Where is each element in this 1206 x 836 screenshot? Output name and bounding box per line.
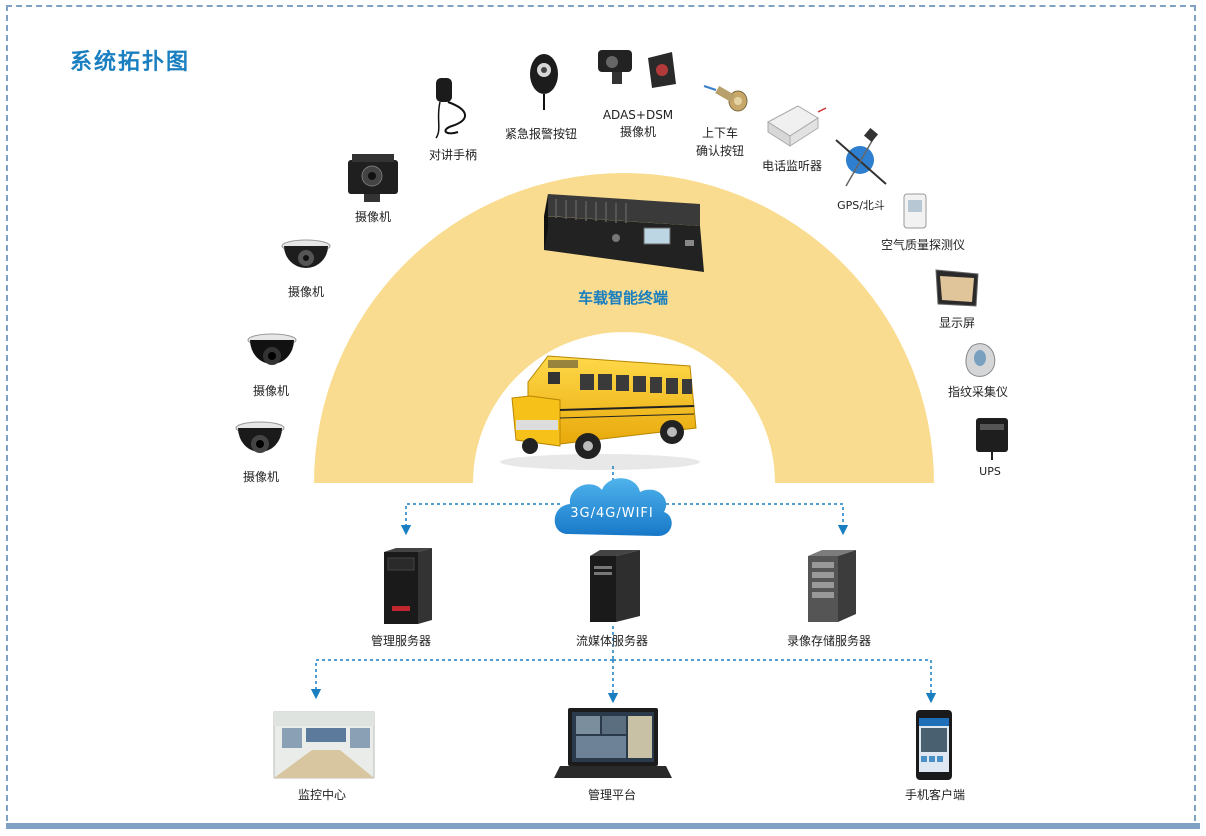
dome-camera-icon-1 xyxy=(281,239,331,268)
bullet-camera-icon xyxy=(348,154,398,202)
camera-label-3: 摄像机 xyxy=(252,384,290,398)
gps-satellite-icon xyxy=(835,127,887,187)
page-title: 系统拓扑图 xyxy=(70,50,191,75)
monitoring-center-label: 监控中心 xyxy=(297,788,347,802)
streaming-server-label: 流媒体服务器 xyxy=(575,634,649,648)
storage-server-label: 录像存储服务器 xyxy=(786,634,872,648)
ups-label: UPS xyxy=(979,465,1001,478)
adas-dsm-label-line1: ADAS+DSM xyxy=(602,108,674,122)
storage-server-icon xyxy=(808,550,856,622)
intercom-label: 对讲手柄 xyxy=(428,148,478,162)
terminal-arch xyxy=(314,173,934,483)
door-button-label-line1: 上下车 xyxy=(701,126,739,140)
dome-camera-icon-3 xyxy=(235,421,285,453)
management-platform-laptop-icon xyxy=(554,708,672,778)
intercom-handset-icon xyxy=(435,78,466,139)
door-confirm-button-icon xyxy=(703,85,748,112)
streaming-server-icon xyxy=(590,550,640,622)
emergency-button-label: 紧急报警按钮 xyxy=(504,127,578,141)
camera-label-4: 摄像机 xyxy=(242,470,280,484)
air-quality-detector-icon xyxy=(903,193,927,229)
dome-camera-icon-2 xyxy=(247,333,297,365)
adas-dsm-label-line2: 摄像机 xyxy=(619,125,657,139)
phone-monitor-icon xyxy=(767,105,827,147)
management-server-label: 管理服务器 xyxy=(370,634,432,648)
display-screen-icon xyxy=(935,269,979,307)
phone-monitor-label: 电话监听器 xyxy=(761,159,823,173)
gps-label: GPS/北斗 xyxy=(837,199,885,212)
adas-dsm-camera-icon xyxy=(598,50,676,88)
door-button-label-line2: 确认按钮 xyxy=(695,144,745,158)
school-bus-icon xyxy=(500,355,700,470)
ups-icon xyxy=(976,418,1008,460)
diagram-frame xyxy=(6,5,1196,821)
display-label: 显示屏 xyxy=(938,316,976,330)
mobile-client-icon xyxy=(916,710,952,780)
camera-label-2: 摄像机 xyxy=(287,285,325,299)
bottom-bar xyxy=(6,823,1200,829)
network-cloud-icon xyxy=(554,478,672,536)
management-server-icon xyxy=(384,548,432,624)
network-label: 3G/4G/WIFI xyxy=(570,506,654,521)
emergency-button-icon xyxy=(530,54,558,110)
platform-label: 管理平台 xyxy=(587,788,637,802)
camera-label-1: 摄像机 xyxy=(354,210,392,224)
fingerprint-label: 指纹采集仪 xyxy=(947,385,1009,399)
mobile-client-label: 手机客户端 xyxy=(904,788,966,802)
terminal-label: 车载智能终端 xyxy=(577,289,669,307)
air-quality-label: 空气质量探测仪 xyxy=(880,238,966,252)
terminal-screen xyxy=(643,227,671,245)
fingerprint-reader-icon xyxy=(965,343,996,377)
monitoring-center-icon xyxy=(273,711,375,779)
vehicle-terminal-icon xyxy=(544,194,704,272)
